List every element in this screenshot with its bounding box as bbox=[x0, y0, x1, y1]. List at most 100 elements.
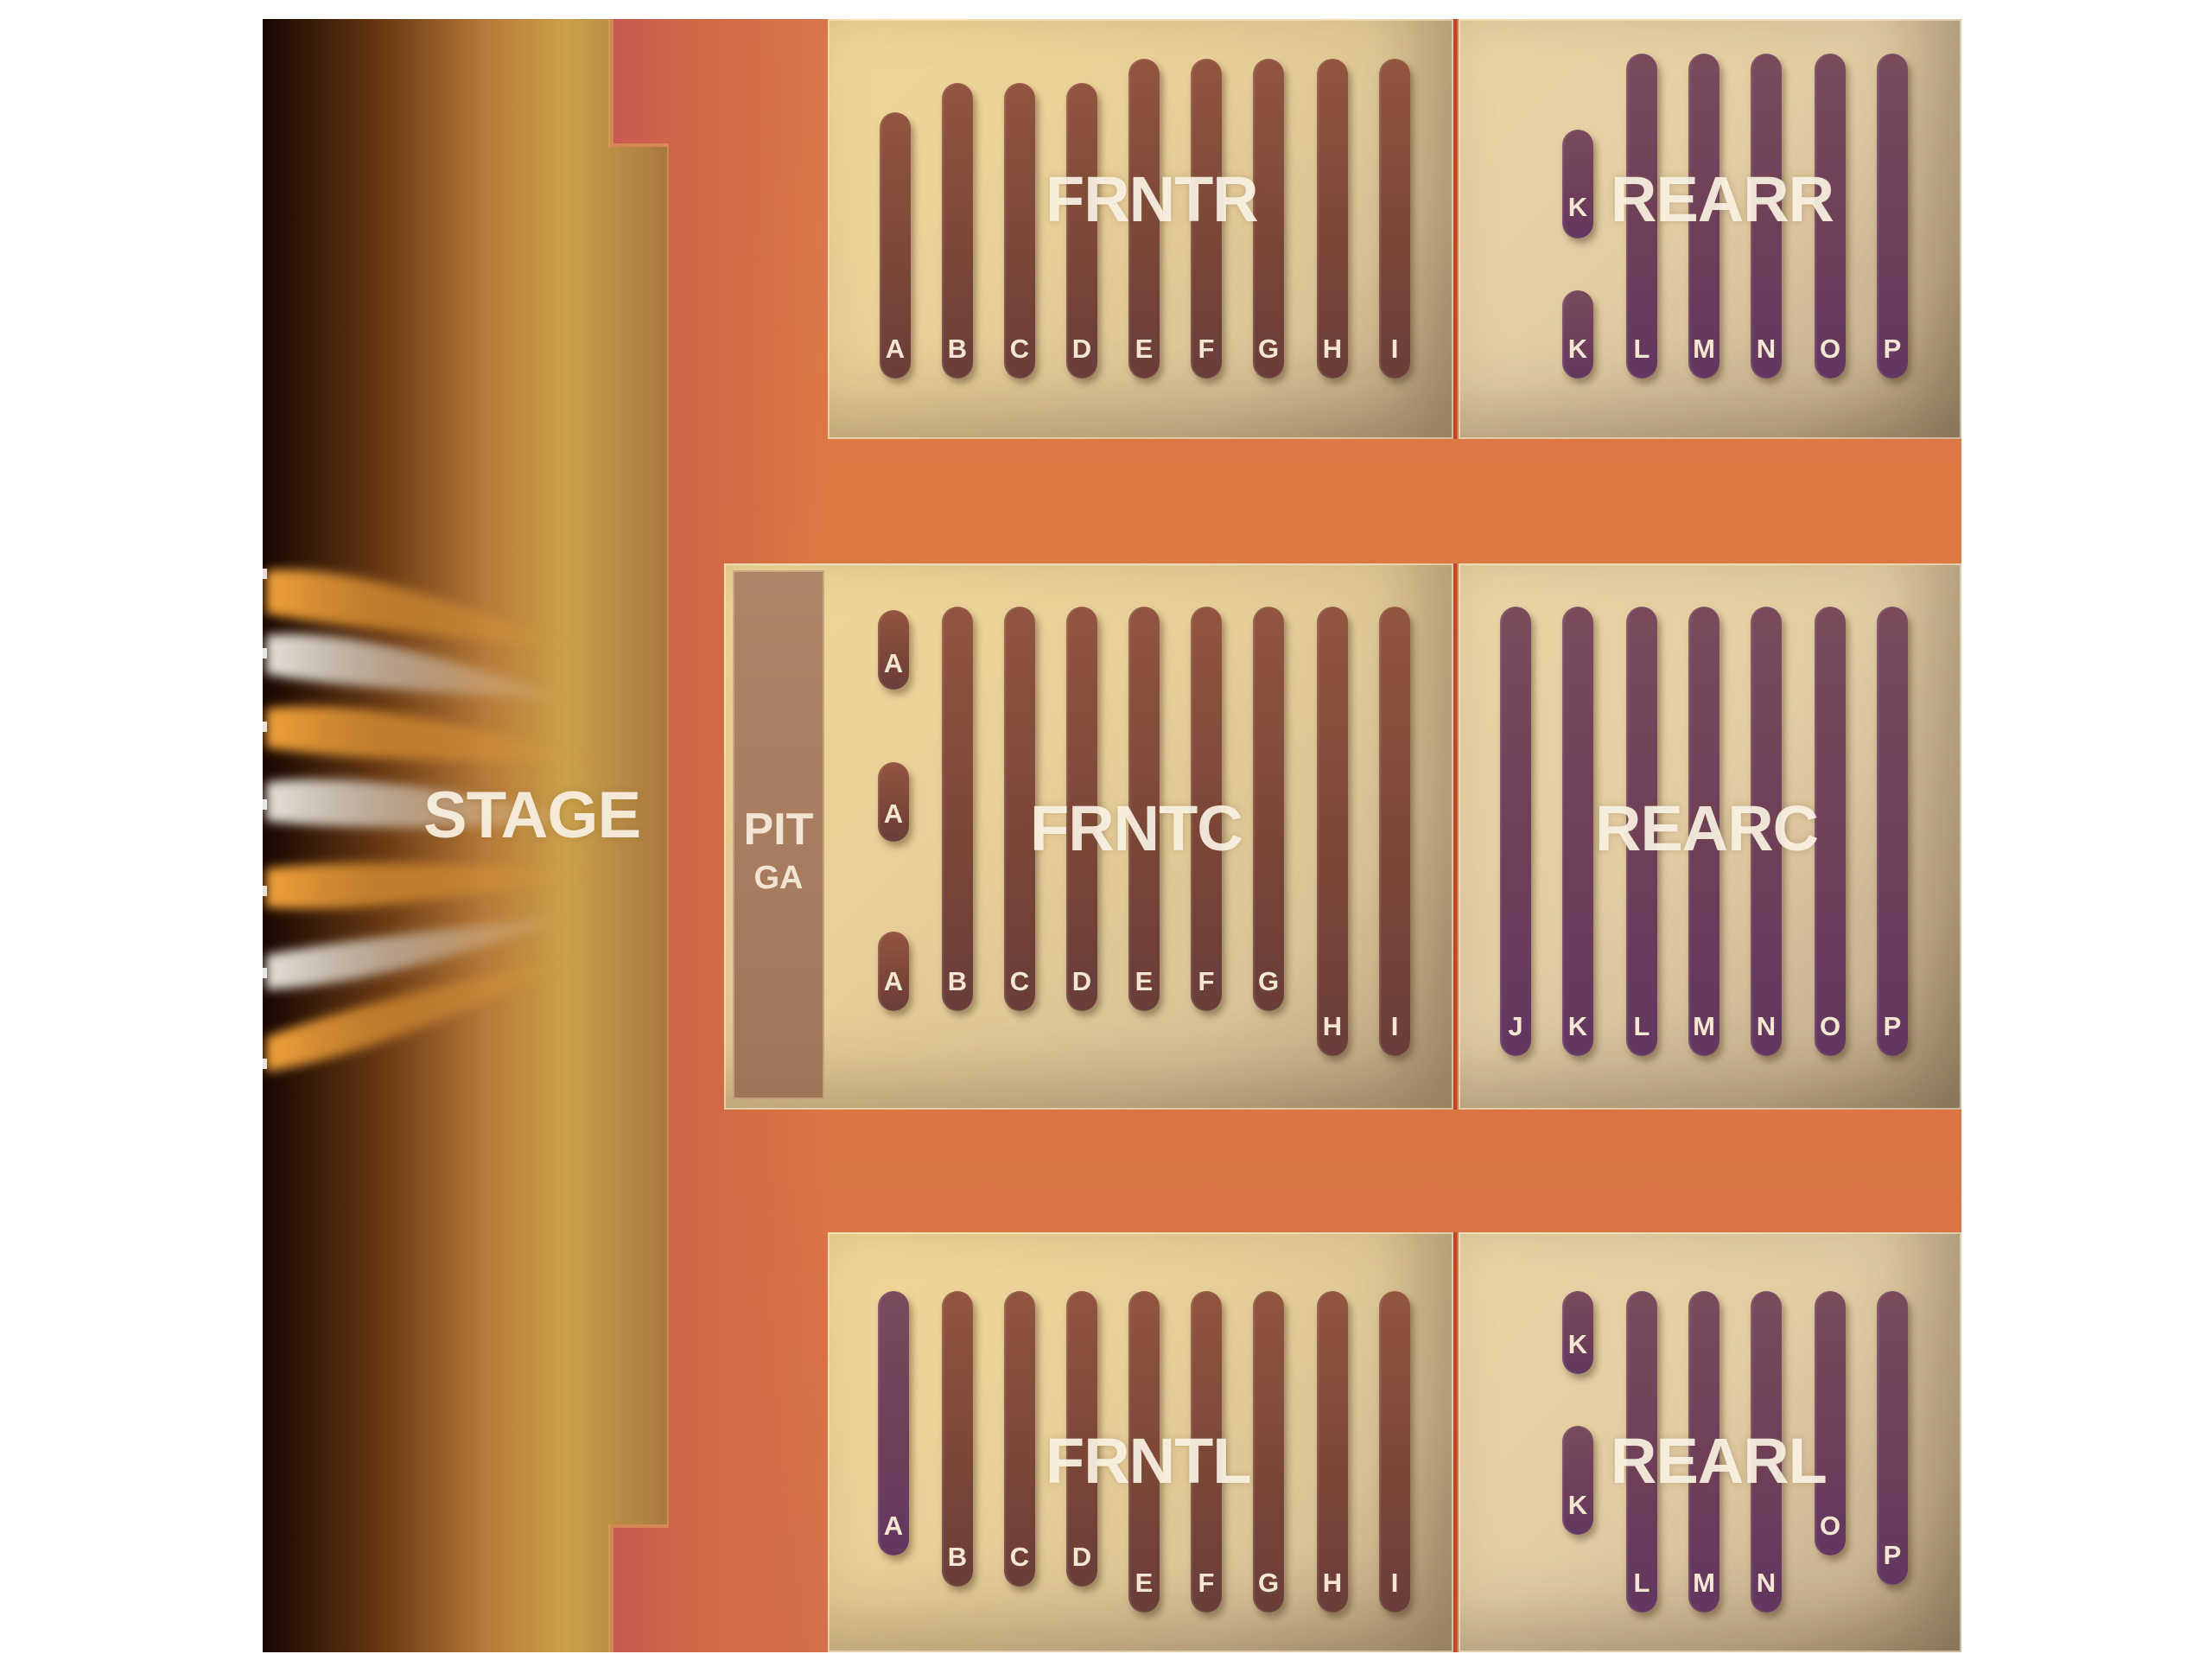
stage-label: STAGE bbox=[423, 779, 641, 852]
rearc-label: REARC bbox=[1595, 792, 1819, 864]
rearr-row-o[interactable] bbox=[1815, 54, 1846, 378]
rearr-label: REARR bbox=[1611, 163, 1834, 235]
rearr-row-k-upper[interactable] bbox=[1562, 130, 1593, 239]
divider-bottom bbox=[1452, 1232, 1457, 1652]
frntl-row-d[interactable] bbox=[1066, 1291, 1097, 1587]
rearr-row-k[interactable] bbox=[1562, 290, 1593, 378]
frntl-label-h: H bbox=[1322, 1568, 1343, 1598]
frntr-row-h[interactable] bbox=[1317, 59, 1348, 378]
stage-light-beams-icon bbox=[263, 569, 591, 1072]
pit-ga-area[interactable] bbox=[733, 570, 824, 1099]
rearl-row-k-upper[interactable] bbox=[1562, 1291, 1593, 1374]
frntl-row-b[interactable] bbox=[942, 1291, 973, 1587]
rearc-row-n[interactable] bbox=[1751, 607, 1782, 1056]
frntr-row-f[interactable] bbox=[1191, 59, 1222, 378]
frntc-label-f: F bbox=[1198, 966, 1215, 996]
frntl-label-f: F bbox=[1198, 1568, 1215, 1598]
rearl-row-k[interactable] bbox=[1562, 1426, 1593, 1535]
frntr-label-b: B bbox=[947, 334, 968, 364]
frntl-row-i[interactable] bbox=[1379, 1291, 1410, 1613]
frntc-row-f[interactable] bbox=[1191, 607, 1222, 1011]
frntr-row-i[interactable] bbox=[1379, 59, 1410, 378]
rearc-row-p[interactable] bbox=[1877, 607, 1908, 1056]
rearr-row-p[interactable] bbox=[1877, 54, 1908, 378]
frntc-row-a-lower[interactable] bbox=[878, 932, 909, 1011]
rearl-row-n[interactable] bbox=[1751, 1291, 1782, 1613]
frntl-label-e: E bbox=[1135, 1568, 1154, 1598]
frntc-label-b: B bbox=[947, 966, 968, 996]
frntr-row-d[interactable] bbox=[1066, 83, 1097, 378]
divider-top bbox=[1452, 19, 1457, 439]
rearr-label-k-upper: K bbox=[1567, 192, 1588, 222]
rearr-label-k: K bbox=[1567, 334, 1588, 364]
frntl-row-h[interactable] bbox=[1317, 1291, 1348, 1613]
rearc-row-j[interactable] bbox=[1500, 607, 1531, 1056]
rearr-label-m: M bbox=[1693, 334, 1715, 364]
divider-middle bbox=[1452, 563, 1457, 1110]
frntl-row-a[interactable] bbox=[878, 1291, 909, 1555]
frntc-row-b[interactable] bbox=[942, 607, 973, 1011]
frntr-row-a[interactable] bbox=[880, 112, 911, 378]
frntc-row-i[interactable] bbox=[1379, 607, 1410, 1056]
rearl-label-p: P bbox=[1883, 1540, 1902, 1570]
rearc-row-m[interactable] bbox=[1688, 607, 1719, 1056]
frntc-label-e: E bbox=[1135, 966, 1154, 996]
rearl-row-l[interactable] bbox=[1626, 1291, 1657, 1613]
rearl-label-n: N bbox=[1756, 1568, 1777, 1598]
frntr-label-d: D bbox=[1071, 334, 1092, 364]
rearr-row-m[interactable] bbox=[1688, 54, 1719, 378]
rearl-label-o: O bbox=[1819, 1511, 1841, 1541]
frntc-row-h[interactable] bbox=[1317, 607, 1348, 1056]
rearl-label-l: L bbox=[1633, 1568, 1650, 1598]
rearr-label-n: N bbox=[1756, 334, 1777, 364]
frntc-row-a-middle[interactable] bbox=[878, 762, 909, 842]
rearl-label-k: K bbox=[1567, 1490, 1588, 1520]
stage bbox=[263, 19, 669, 1652]
frntl-label-d: D bbox=[1071, 1542, 1092, 1572]
ga-label-overlay: GA bbox=[753, 860, 804, 896]
frntc-label-c: C bbox=[1009, 966, 1030, 996]
frntl-row-f[interactable] bbox=[1191, 1291, 1222, 1613]
frntl-label-g: G bbox=[1257, 1568, 1280, 1598]
rearc-label-k: K bbox=[1567, 1011, 1588, 1041]
frntr-row-e[interactable] bbox=[1128, 59, 1160, 378]
frntl-row-c[interactable] bbox=[1004, 1291, 1035, 1587]
rearc-label-o: O bbox=[1819, 1011, 1841, 1041]
rearc-label-m: M bbox=[1693, 1011, 1715, 1041]
rearc-label-l: L bbox=[1633, 1011, 1650, 1041]
frntl-row-e[interactable] bbox=[1128, 1291, 1160, 1613]
rearc-label-p: P bbox=[1883, 1011, 1902, 1041]
rearr-label-p: P bbox=[1883, 334, 1902, 364]
frntl-label-b: B bbox=[947, 1542, 968, 1572]
frntl-row-g[interactable] bbox=[1253, 1291, 1284, 1613]
frntr-label: FRNTR bbox=[1046, 163, 1259, 235]
frntc-row-e[interactable] bbox=[1128, 607, 1160, 1011]
frntc-label-i: I bbox=[1390, 1011, 1399, 1041]
frntr-label-h: H bbox=[1322, 334, 1343, 364]
frntl-label: FRNTL bbox=[1046, 1425, 1251, 1497]
frntc-row-c[interactable] bbox=[1004, 607, 1035, 1011]
rearr-row-n[interactable] bbox=[1751, 54, 1782, 378]
rearr-label-o: O bbox=[1819, 334, 1841, 364]
frntc-row-a-upper[interactable] bbox=[878, 610, 909, 690]
frntl-label-i: I bbox=[1390, 1568, 1399, 1598]
frntc-row-d[interactable] bbox=[1066, 607, 1097, 1011]
frntr-row-g[interactable] bbox=[1253, 59, 1284, 378]
frntr-row-c[interactable] bbox=[1004, 83, 1035, 378]
rearr-row-l[interactable] bbox=[1626, 54, 1657, 378]
rearc-row-l[interactable] bbox=[1626, 607, 1657, 1056]
rearl-row-p[interactable] bbox=[1877, 1291, 1908, 1585]
frntl-label-a: A bbox=[883, 1511, 904, 1541]
rearl-row-o[interactable] bbox=[1815, 1291, 1846, 1555]
rearl-row-m[interactable] bbox=[1688, 1291, 1719, 1613]
frntc-label-a-lower: A bbox=[883, 966, 904, 996]
frntr-row-b[interactable] bbox=[942, 83, 973, 378]
frntc-row-g[interactable] bbox=[1253, 607, 1284, 1011]
rearc-row-k[interactable] bbox=[1562, 607, 1593, 1056]
frntc-label-h: H bbox=[1322, 1011, 1343, 1041]
frntc-label: FRNTC bbox=[1030, 792, 1243, 864]
frntc-label-a-middle: A bbox=[883, 798, 904, 829]
rearc-row-o[interactable] bbox=[1815, 607, 1846, 1056]
frntr-label-g: G bbox=[1257, 334, 1280, 364]
